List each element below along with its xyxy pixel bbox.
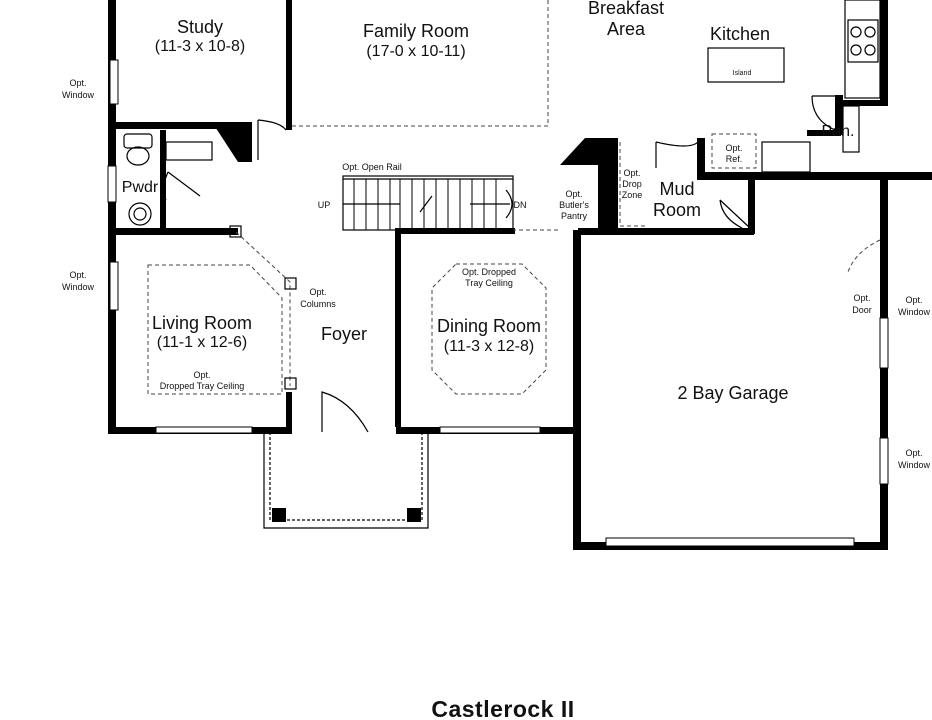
dashed-options	[147, 0, 881, 395]
butlers-pantry-pantry: Pantry	[561, 211, 588, 221]
front-porch	[263, 432, 429, 529]
garage-window-lower-window: Window	[898, 460, 931, 470]
opt-columns-opt: Opt.	[309, 287, 326, 297]
drop-zone-drop: Drop	[622, 179, 642, 189]
drop-zone-zone: Zone	[622, 190, 643, 200]
staircase	[342, 175, 514, 231]
kitchen-name: Kitchen	[710, 24, 770, 44]
garage-window-lower-opt: Opt.	[905, 448, 922, 458]
breakfast-area-line1: Breakfast	[588, 0, 664, 18]
opt-ref-opt: Opt.	[725, 143, 742, 153]
butlers-pantry-opt: Opt.	[565, 189, 582, 199]
pantry-name: Pan.	[822, 123, 855, 140]
living-room-name: Living Room	[152, 313, 252, 333]
stair-up-label: UP	[318, 200, 331, 210]
mud-room-line2: Room	[653, 200, 701, 220]
breakfast-area-line2: Area	[607, 19, 646, 39]
living-tray-ceiling: Dropped Tray Ceiling	[160, 381, 245, 391]
stair-down-label: DN	[514, 200, 527, 210]
garage-door-opt: Opt.	[853, 293, 870, 303]
dining-room-dims: (11-3 x 12-8)	[444, 338, 534, 355]
dining-tray-ceiling: Tray Ceiling	[465, 278, 513, 288]
garage-door-door: Door	[852, 305, 872, 315]
doors	[162, 95, 836, 433]
garage-window-upper-opt: Opt.	[905, 295, 922, 305]
opt-window-study-window: Window	[62, 90, 95, 100]
butlers-pantry-butlers: Butler's	[559, 200, 589, 210]
island-label: Island	[733, 70, 752, 77]
dining-room-name: Dining Room	[437, 316, 541, 336]
opt-ref-ref: Ref.	[726, 154, 743, 164]
room-labels: Study (11-3 x 10-8) Family Room (17-0 x …	[122, 0, 855, 403]
garage-window-upper-window: Window	[898, 307, 931, 317]
living-room-dims: (11-1 x 12-6)	[157, 334, 247, 351]
fixtures	[123, 0, 881, 226]
dining-tray-opt-dropped: Opt. Dropped	[462, 267, 516, 277]
family-room-dims: (17-0 x 10-11)	[366, 43, 465, 60]
opt-window-living-window: Window	[62, 282, 95, 292]
study-name: Study	[177, 17, 223, 37]
powder-room-name: Pwdr	[122, 179, 159, 196]
study-dims: (11-3 x 10-8)	[155, 38, 245, 55]
opt-open-rail: Opt. Open Rail	[342, 162, 402, 172]
garage-name: 2 Bay Garage	[677, 383, 788, 403]
living-tray-opt: Opt.	[193, 370, 210, 380]
opt-window-living-opt: Opt.	[69, 270, 86, 280]
family-room-name: Family Room	[363, 21, 469, 41]
mud-room-line1: Mud	[659, 179, 694, 199]
opt-window-study-opt: Opt.	[69, 78, 86, 88]
plan-title: Castlerock II	[431, 696, 574, 720]
windows	[107, 59, 889, 547]
foyer-name: Foyer	[321, 324, 367, 344]
opt-columns-columns: Columns	[300, 299, 336, 309]
walls	[108, 0, 932, 550]
drop-zone-opt: Opt.	[623, 168, 640, 178]
option-notes: Opt. Window Opt. Window Opt. Open Rail U…	[62, 78, 931, 470]
